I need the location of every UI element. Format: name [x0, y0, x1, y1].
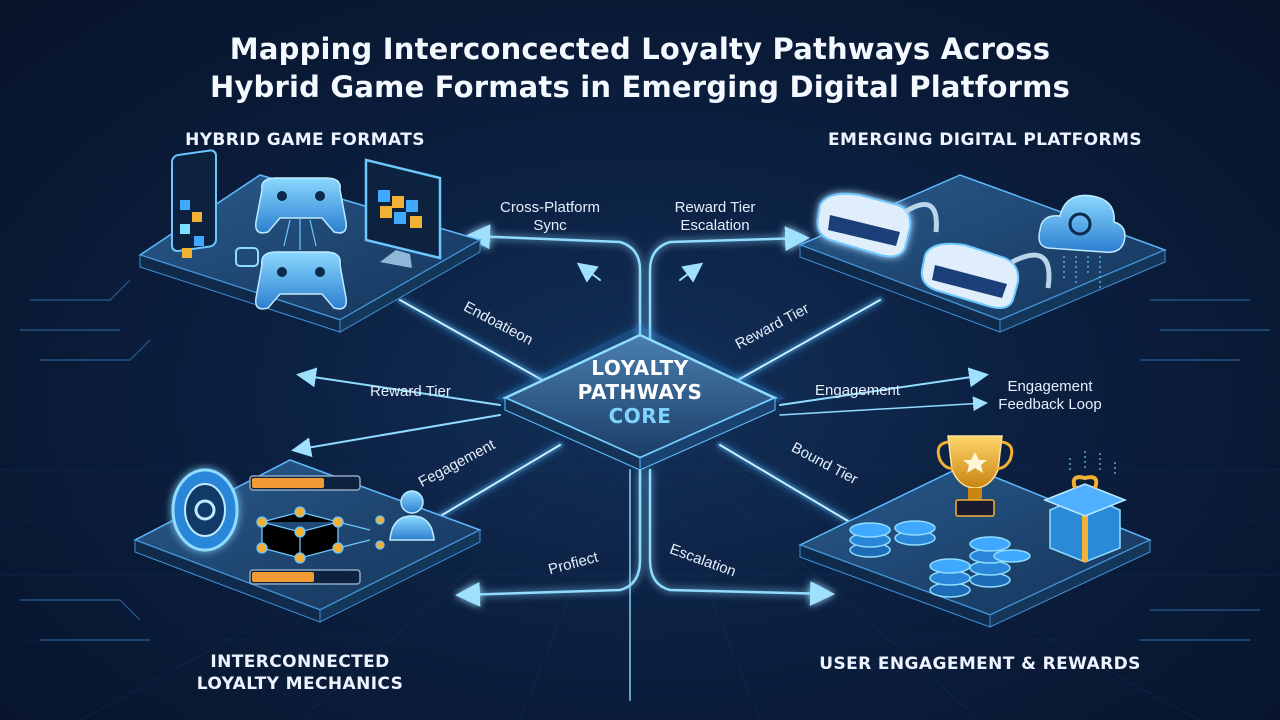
- core-line-3: CORE: [608, 404, 672, 428]
- label-reward-tier-escalation: Reward Tier Escalation: [650, 199, 780, 235]
- gift-box-icon: [1042, 448, 1128, 563]
- progress-bar-bottom: [249, 569, 361, 585]
- cloud-icon: [1038, 194, 1126, 290]
- monitor-icon: [364, 158, 442, 268]
- vr-headset-icon: [816, 192, 1052, 309]
- section-emerging-digital-platforms: EMERGING DIGITAL PLATFORMS: [828, 130, 1142, 150]
- user-icon: [389, 490, 435, 541]
- platform-top-left: [138, 174, 482, 333]
- label-engagement-right: Engagement: [815, 382, 901, 399]
- section-hybrid-game-formats: HYBRID GAME FORMATS: [185, 130, 425, 150]
- label-cross-platform-line-2: Sync: [533, 217, 567, 234]
- section-user-engagement-rewards: USER ENGAGEMENT & REWARDS: [819, 654, 1141, 674]
- core-node: [495, 325, 785, 471]
- label-feedback-line-2: Feedback Loop: [998, 396, 1102, 413]
- coin-stack-icon: [849, 520, 1031, 598]
- tablet-icon: [171, 149, 217, 258]
- section-interconnected-line-1: INTERCONNECTED: [210, 652, 390, 672]
- progress-bar-top: [249, 475, 361, 491]
- core-line-1: LOYALTY: [591, 356, 689, 380]
- core-label: LOYALTY PATHWAYS CORE: [540, 356, 740, 428]
- core-line-2: PATHWAYS: [577, 380, 703, 404]
- section-interconnected-loyalty-mechanics: INTERCONNECTED LOYALTY MECHANICS: [170, 651, 430, 695]
- label-cross-platform-line-1: Cross-Platform: [499, 199, 600, 216]
- section-interconnected-line-2: LOYALTY MECHANICS: [196, 674, 404, 694]
- label-cross-platform-sync: Cross-Platform Sync: [480, 199, 620, 235]
- coin-badge-icon: [171, 468, 239, 552]
- title-line-1: Mapping Interconcected Loyalty Pathways …: [229, 32, 1051, 66]
- label-reward-tier-escalation-line-1: Reward Tier: [674, 199, 756, 216]
- gamepad-icon: [235, 177, 347, 310]
- label-reward-tier-left: Reward Tier: [370, 383, 451, 400]
- circuit-traces: [20, 279, 1270, 641]
- label-engagement-feedback-loop: Engagement Feedback Loop: [985, 378, 1115, 414]
- network-nodes-icon: [256, 506, 385, 564]
- trophy-icon: [936, 435, 1014, 517]
- label-feedback-line-1: Engagement: [1007, 378, 1093, 395]
- label-reward-tier-escalation-line-2: Escalation: [680, 217, 750, 234]
- page-title: Mapping Interconcected Loyalty Pathways …: [140, 30, 1140, 106]
- title-line-2: Hybrid Game Formats in Emerging Digital …: [209, 70, 1071, 104]
